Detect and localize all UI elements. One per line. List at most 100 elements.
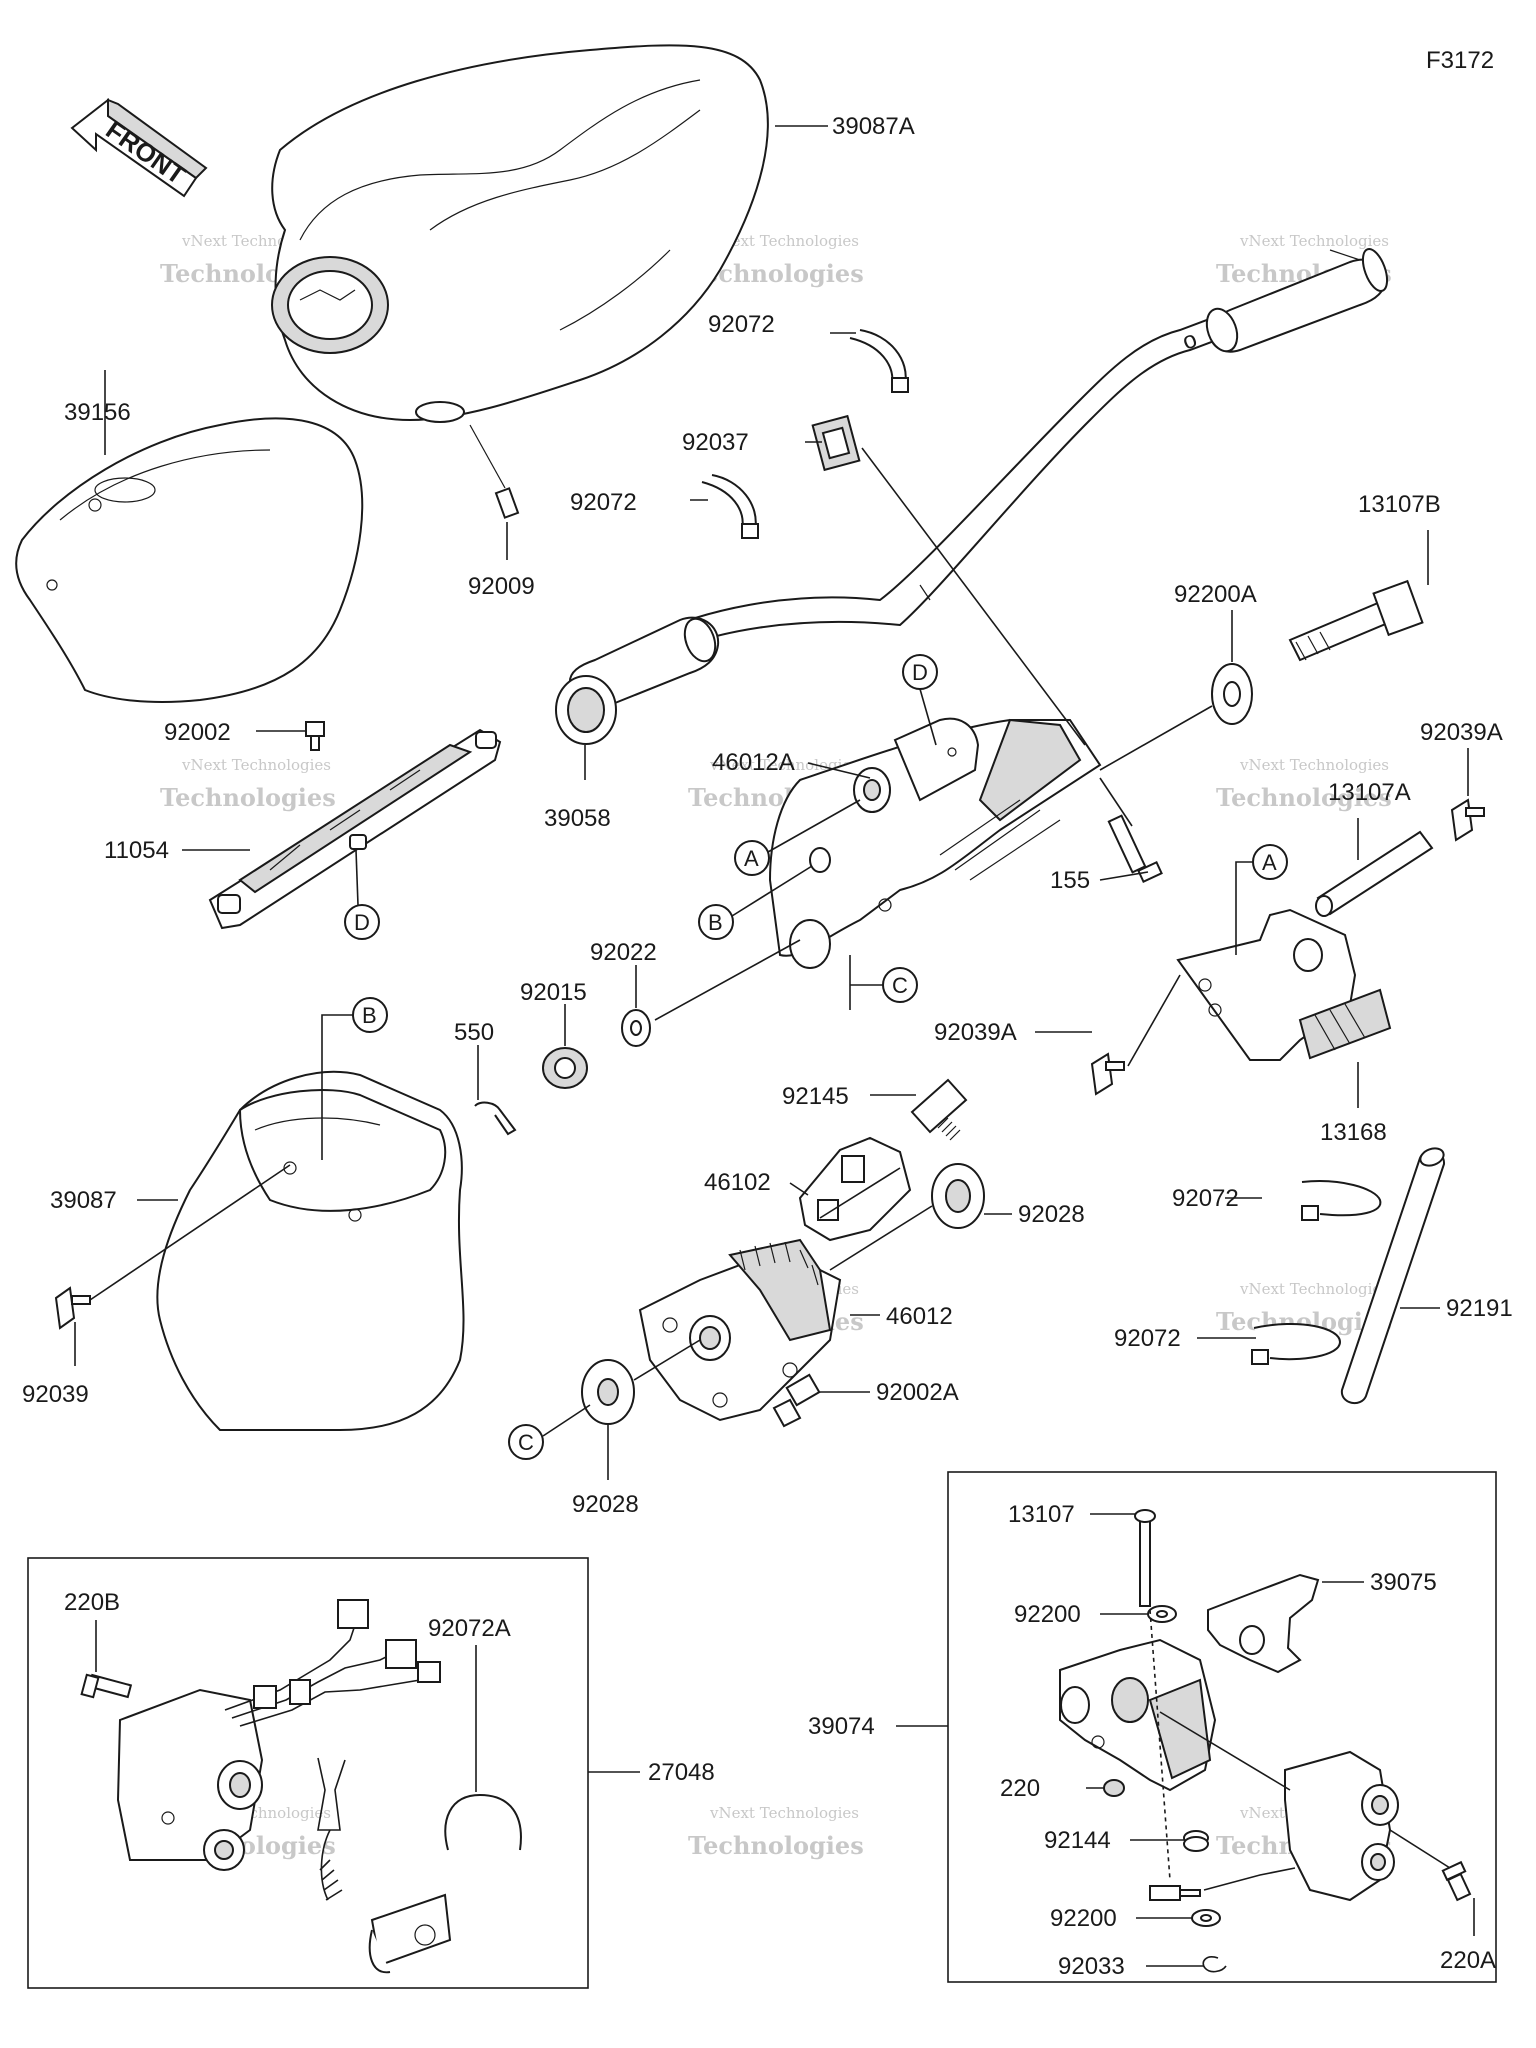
label-92072-mid: 92072 <box>570 489 637 516</box>
rod-92191 <box>1340 1147 1446 1405</box>
switch-housing <box>1284 1750 1399 1902</box>
label-39058: 39058 <box>544 805 611 832</box>
svg-text:B: B <box>362 1003 377 1028</box>
nut-92015 <box>542 1047 588 1089</box>
pin-13107A <box>1315 830 1434 917</box>
washer-92200A <box>1211 663 1253 725</box>
leader-ref-b-cover <box>321 1014 353 1160</box>
label-92072-top: 92072 <box>708 311 775 338</box>
connector-92037 <box>811 414 861 472</box>
leader-ref-c-gear <box>542 1404 591 1437</box>
switch-body-27048 <box>116 1688 264 1871</box>
cable-tie-92072-top <box>849 329 909 393</box>
spring-92144 <box>1183 1830 1209 1852</box>
part-number-labels: 39087A 39156 92009 92072 92037 92072 131… <box>22 113 1513 1980</box>
svg-text:D: D <box>912 660 928 685</box>
cable-tie-92072-low2 <box>1251 1322 1342 1365</box>
part-46102 <box>798 1136 912 1242</box>
svg-text:vNext Technologies: vNext Technologies <box>1239 232 1389 250</box>
svg-text:Technologies: Technologies <box>1216 783 1392 812</box>
label-92191: 92191 <box>1446 1295 1513 1322</box>
cotter-pin-550 <box>474 1101 517 1136</box>
axis-line <box>1149 1609 1171 1881</box>
svg-text:A: A <box>744 846 759 871</box>
bolt-92002 <box>305 721 325 751</box>
diagram-code: F3172 <box>1426 47 1494 74</box>
svg-text:vNext Technologies: vNext Technologies <box>709 756 859 774</box>
washer-92028-right <box>931 1163 985 1229</box>
label-92072-low1: 92072 <box>1172 1185 1239 1212</box>
watermark-11: vNext Technologies Technologies <box>688 1804 864 1860</box>
svg-text:vNext Technologies: vNext Technologies <box>181 756 331 774</box>
label-13168: 13168 <box>1320 1119 1387 1146</box>
leader-ref-a-holder <box>767 799 861 853</box>
label-220: 220 <box>1000 1775 1040 1802</box>
washer-92022 <box>621 1009 651 1047</box>
label-92002: 92002 <box>164 719 231 746</box>
rivet-92039 <box>54 1286 91 1330</box>
watermark-4: vNext Technologies Technologies <box>160 756 336 812</box>
steering-holder-46012A <box>768 717 1102 969</box>
ref-mark-d-bracket: D <box>344 904 380 940</box>
label-92037: 92037 <box>682 429 749 456</box>
leader-92028-gear <box>633 1339 701 1381</box>
gear-housing-46012 <box>638 1238 842 1422</box>
pin-13107 <box>1134 1509 1156 1607</box>
ref-mark-c-holder: C <box>882 967 918 1003</box>
label-46012A: 46012A <box>712 749 795 776</box>
leader-92039-cover <box>89 1164 291 1301</box>
bolt-13107B <box>1288 579 1424 662</box>
label-13107A: 13107A <box>1328 779 1411 806</box>
ref-mark-a-holder: A <box>734 840 770 876</box>
label-92039A-top: 92039A <box>1420 719 1503 746</box>
clamp-92072A <box>368 1793 522 1974</box>
cover-39156 <box>15 417 364 703</box>
washer-92028-bottom <box>581 1359 635 1425</box>
rivet-92039A-top <box>1450 798 1485 842</box>
label-39087A: 39087A <box>832 113 915 140</box>
label-46102: 46102 <box>704 1169 771 1196</box>
label-92200A: 92200A <box>1174 581 1257 608</box>
label-13107B: 13107B <box>1358 491 1441 518</box>
bolt-220 <box>1103 1779 1125 1797</box>
svg-text:vNext Technologies: vNext Technologies <box>1239 1280 1389 1298</box>
svg-text:B: B <box>708 910 723 935</box>
leader-155-to-holder <box>1099 777 1133 827</box>
label-92028-bottom: 92028 <box>572 1491 639 1518</box>
svg-text:vNext Technologies: vNext Technologies <box>709 232 859 250</box>
leader-92022-holder <box>654 939 801 1021</box>
label-92200-a: 92200 <box>1014 1601 1081 1628</box>
leader-92039A-mid-bracket <box>1127 974 1181 1067</box>
label-27048: 27048 <box>648 1759 715 1786</box>
label-92200-b: 92200 <box>1050 1905 1117 1932</box>
leader-lever-housing <box>1159 1711 1291 1791</box>
screw-220A <box>1441 1860 1472 1902</box>
svg-text:C: C <box>518 1430 534 1455</box>
label-11054: 11054 <box>104 837 169 864</box>
leader-92200A <box>1099 705 1213 771</box>
leader-ref-d-top <box>919 688 937 746</box>
rivet-92039A-mid <box>1090 1052 1125 1096</box>
bolt-92002A <box>772 1373 821 1428</box>
label-39087: 39087 <box>50 1187 117 1214</box>
label-92009: 92009 <box>468 573 535 600</box>
inset-27048 <box>27 1557 589 1989</box>
bracket-13168 <box>1176 908 1392 1061</box>
label-92002A: 92002A <box>876 1379 959 1406</box>
label-39074: 39074 <box>808 1713 875 1740</box>
label-39156: 39156 <box>64 399 131 426</box>
bracket-39075 <box>1207 1573 1320 1674</box>
inset-39074 <box>947 1471 1497 1983</box>
svg-text:C: C <box>892 973 908 998</box>
label-39075: 39075 <box>1370 1569 1437 1596</box>
leader-ref-d-bracket <box>355 849 359 906</box>
label-46012: 46012 <box>886 1303 953 1330</box>
label-155: 155 <box>1050 867 1090 894</box>
label-92144: 92144 <box>1044 1827 1111 1854</box>
clip-assembly <box>317 1757 346 1901</box>
upper-cover-39087A <box>271 44 769 423</box>
label-220B: 220B <box>64 1589 120 1616</box>
bolt-220B <box>80 1673 133 1699</box>
watermark-6: vNext Technologies Technologies <box>1216 756 1392 812</box>
